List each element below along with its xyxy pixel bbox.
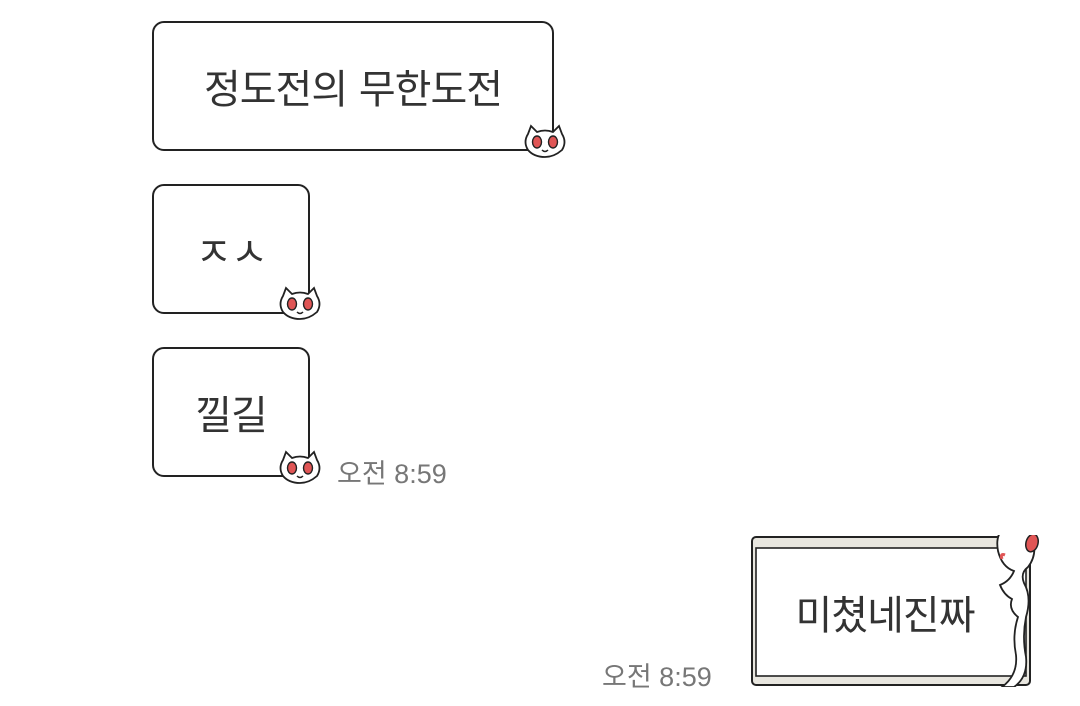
- cat-face-icon: [279, 450, 321, 484]
- cat-face-icon: [279, 286, 321, 320]
- message-text: 낄길: [195, 393, 268, 439]
- message-timestamp: 오전 8:59: [602, 662, 712, 692]
- message-text: ㅈㅅ: [195, 230, 268, 276]
- received-message-bubble[interactable]: 낄길: [152, 347, 310, 477]
- message-text: 정도전의 무한도전: [203, 67, 503, 113]
- cat-face-icon: [524, 124, 566, 158]
- sent-bubble-frame: [751, 535, 1039, 687]
- message-timestamp: 오전 8:59: [337, 459, 447, 489]
- sent-message-bubble[interactable]: 미쳤네진짜: [750, 535, 1040, 687]
- cat-peeking-icon: [996, 535, 1039, 687]
- message-text: 미쳤네진짜: [795, 593, 976, 639]
- received-message-bubble[interactable]: ㅈㅅ: [152, 184, 310, 314]
- received-message-bubble[interactable]: 정도전의 무한도전: [152, 21, 554, 151]
